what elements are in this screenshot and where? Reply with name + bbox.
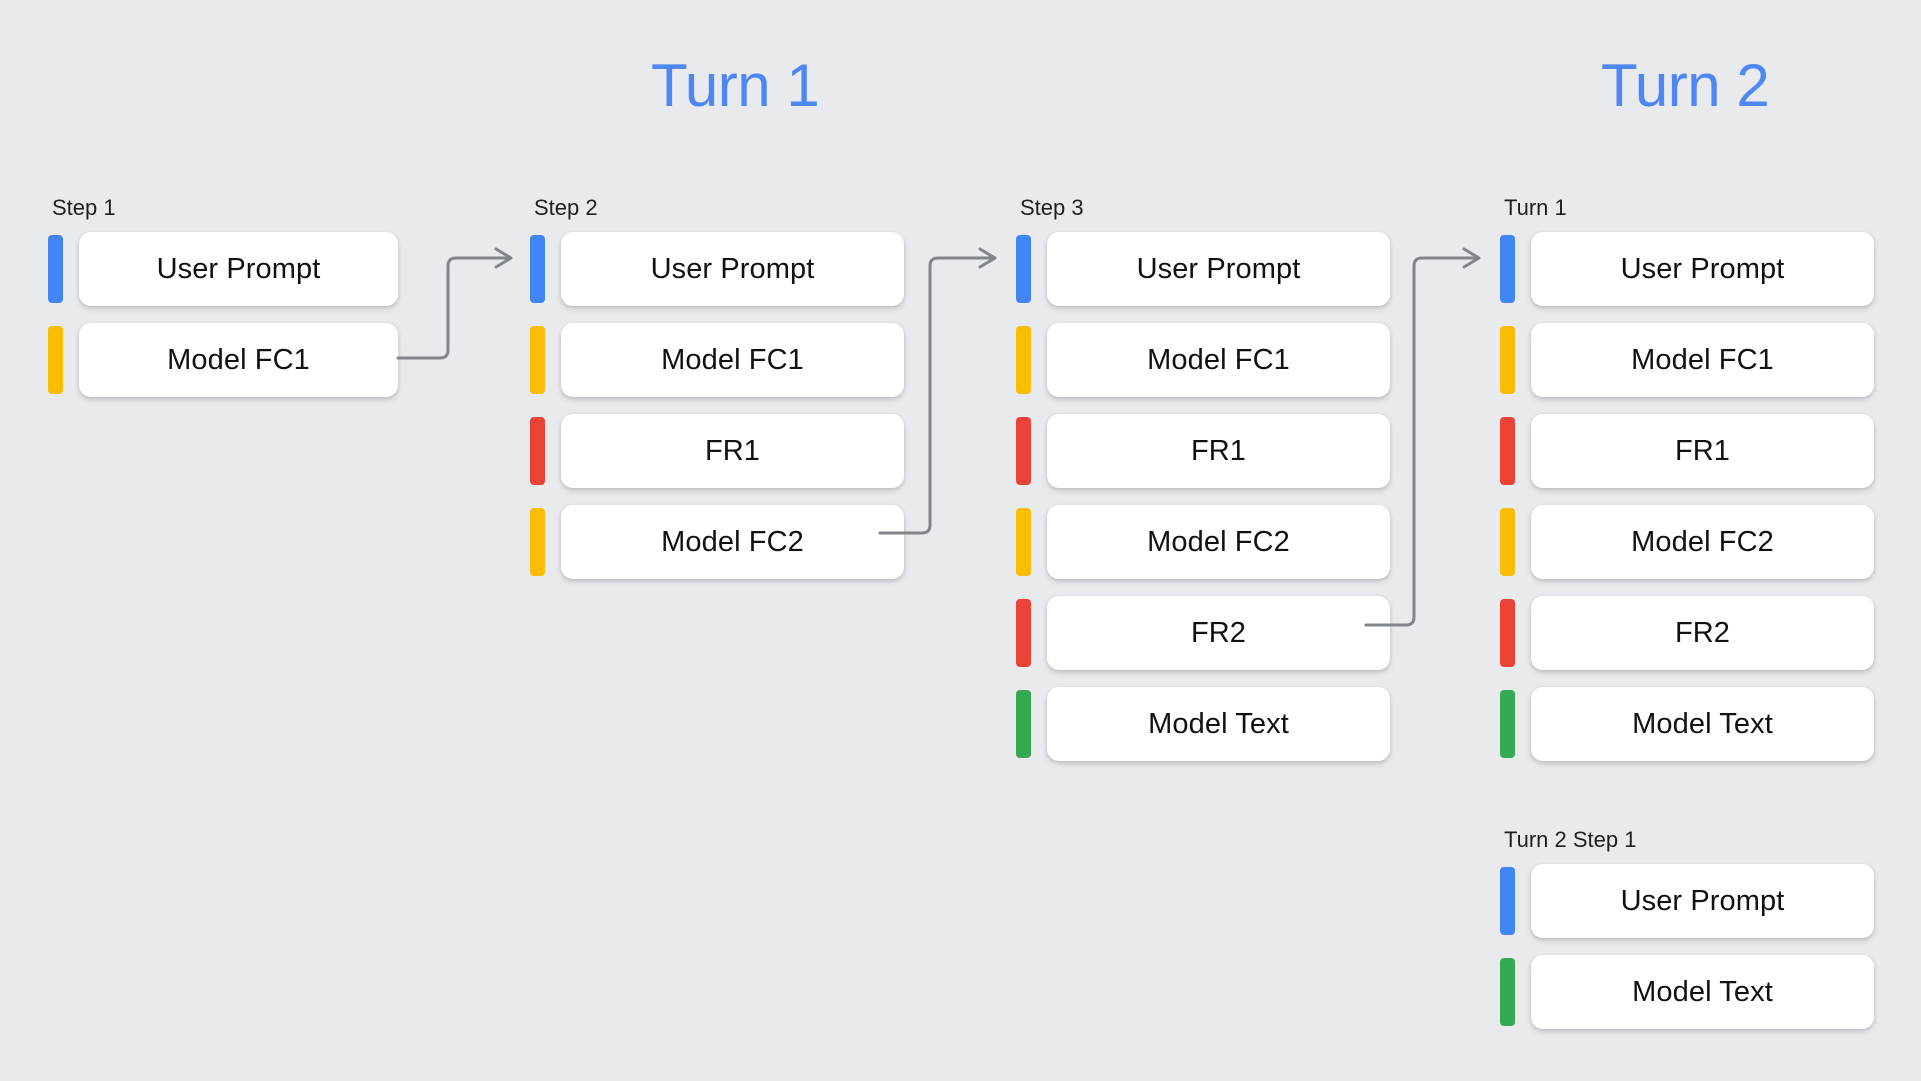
list-item[interactable]: FR2: [1500, 596, 1874, 670]
card-fr2[interactable]: FR2: [1047, 596, 1390, 670]
card-label: User Prompt: [1620, 884, 1785, 917]
turn-2-heading: Turn 2: [1601, 52, 1770, 119]
list-item[interactable]: FR1: [1016, 414, 1390, 488]
list-item[interactable]: Model FC1: [48, 323, 398, 397]
list-item[interactable]: Model FC2: [1016, 505, 1390, 579]
card-model-text[interactable]: Model Text: [1531, 687, 1874, 761]
list-item[interactable]: Model Text: [1500, 955, 1874, 1029]
status-bar-user-prompt: [1500, 235, 1515, 303]
card-label: Model FC1: [661, 343, 804, 376]
list-item[interactable]: FR1: [530, 414, 904, 488]
column-step-2: Step 2 User Prompt Model FC1 FR1 Model F…: [530, 197, 904, 579]
card-model-fc1[interactable]: Model FC1: [1531, 323, 1874, 397]
status-bar-model-fc: [530, 326, 545, 394]
card-label: User Prompt: [1620, 252, 1785, 285]
card-label: FR2: [1674, 616, 1731, 649]
card-model-text[interactable]: Model Text: [1531, 955, 1874, 1029]
turn-1-heading: Turn 1: [651, 52, 820, 119]
list-item[interactable]: Model FC1: [1500, 323, 1874, 397]
card-model-fc1[interactable]: Model FC1: [1047, 323, 1390, 397]
card-model-fc1[interactable]: Model FC1: [561, 323, 904, 397]
status-bar-user-prompt: [1016, 235, 1031, 303]
status-bar-model-fc: [1016, 508, 1031, 576]
card-user-prompt[interactable]: User Prompt: [1531, 232, 1874, 306]
list-item[interactable]: User Prompt: [1016, 232, 1390, 306]
column-step-3: Step 3 User Prompt Model FC1 FR1 Model F…: [1016, 197, 1390, 761]
card-label: User Prompt: [650, 252, 815, 285]
card-label: Model FC2: [1631, 525, 1774, 558]
card-label: Model FC1: [1147, 343, 1290, 376]
column-label-turn-2-step-1: Turn 2 Step 1: [1504, 827, 1637, 852]
card-user-prompt[interactable]: User Prompt: [1531, 864, 1874, 938]
card-label: FR2: [1190, 616, 1247, 649]
column-label-step-3: Step 3: [1020, 195, 1084, 220]
status-bar-function-response: [1500, 599, 1515, 667]
status-bar-model-fc: [48, 326, 63, 394]
column-label-step-1: Step 1: [52, 195, 116, 220]
column-label-step-2: Step 2: [534, 195, 598, 220]
card-label: Model Text: [1632, 975, 1773, 1008]
card-fr1[interactable]: FR1: [561, 414, 904, 488]
card-label: FR1: [704, 434, 761, 467]
column-turn-2-step-1: Turn 2 Step 1 User Prompt Model Text: [1500, 829, 1874, 1029]
card-user-prompt[interactable]: User Prompt: [561, 232, 904, 306]
status-bar-function-response: [530, 417, 545, 485]
status-bar-model-fc: [1016, 326, 1031, 394]
card-model-fc2[interactable]: Model FC2: [561, 505, 904, 579]
list-item[interactable]: Model FC1: [530, 323, 904, 397]
card-label: Model FC2: [661, 525, 804, 558]
list-item[interactable]: Model Text: [1016, 687, 1390, 761]
card-label: FR1: [1674, 434, 1731, 467]
card-user-prompt[interactable]: User Prompt: [79, 232, 398, 306]
connector-step-1-to-step-2: [396, 247, 513, 360]
card-fr1[interactable]: FR1: [1047, 414, 1390, 488]
status-bar-function-response: [1016, 599, 1031, 667]
list-item[interactable]: Model FC2: [530, 505, 904, 579]
card-label: FR1: [1190, 434, 1247, 467]
column-turn-2-history: Turn 1 User Prompt Model FC1 FR1 Model F…: [1500, 197, 1874, 761]
card-fr2[interactable]: FR2: [1531, 596, 1874, 670]
list-item[interactable]: User Prompt: [1500, 232, 1874, 306]
list-item[interactable]: FR2: [1016, 596, 1390, 670]
column-step-1: Step 1 User Prompt Model FC1: [48, 197, 398, 397]
card-fr1[interactable]: FR1: [1531, 414, 1874, 488]
card-label: Model FC1: [167, 343, 310, 376]
status-bar-function-response: [1500, 417, 1515, 485]
status-bar-function-response: [1016, 417, 1031, 485]
column-label-turn-1-history: Turn 1: [1504, 195, 1567, 220]
status-bar-model-fc: [1500, 326, 1515, 394]
card-label: User Prompt: [156, 252, 321, 285]
card-model-fc2[interactable]: Model FC2: [1047, 505, 1390, 579]
card-user-prompt[interactable]: User Prompt: [1047, 232, 1390, 306]
status-bar-user-prompt: [48, 235, 63, 303]
card-label: Model Text: [1632, 707, 1773, 740]
card-model-fc2[interactable]: Model FC2: [1531, 505, 1874, 579]
status-bar-model-fc: [530, 508, 545, 576]
list-item[interactable]: User Prompt: [530, 232, 904, 306]
card-model-fc1[interactable]: Model FC1: [79, 323, 398, 397]
list-item[interactable]: Model FC2: [1500, 505, 1874, 579]
status-bar-model-text: [1500, 690, 1515, 758]
status-bar-user-prompt: [1500, 867, 1515, 935]
list-item[interactable]: Model Text: [1500, 687, 1874, 761]
list-item[interactable]: Model FC1: [1016, 323, 1390, 397]
card-model-text[interactable]: Model Text: [1047, 687, 1390, 761]
status-bar-user-prompt: [530, 235, 545, 303]
list-item[interactable]: User Prompt: [1500, 864, 1874, 938]
status-bar-model-fc: [1500, 508, 1515, 576]
list-item[interactable]: FR1: [1500, 414, 1874, 488]
status-bar-model-text: [1500, 958, 1515, 1026]
card-label: Model Text: [1148, 707, 1289, 740]
card-label: Model FC1: [1631, 343, 1774, 376]
list-item[interactable]: User Prompt: [48, 232, 398, 306]
card-label: User Prompt: [1136, 252, 1301, 285]
status-bar-model-text: [1016, 690, 1031, 758]
card-label: Model FC2: [1147, 525, 1290, 558]
